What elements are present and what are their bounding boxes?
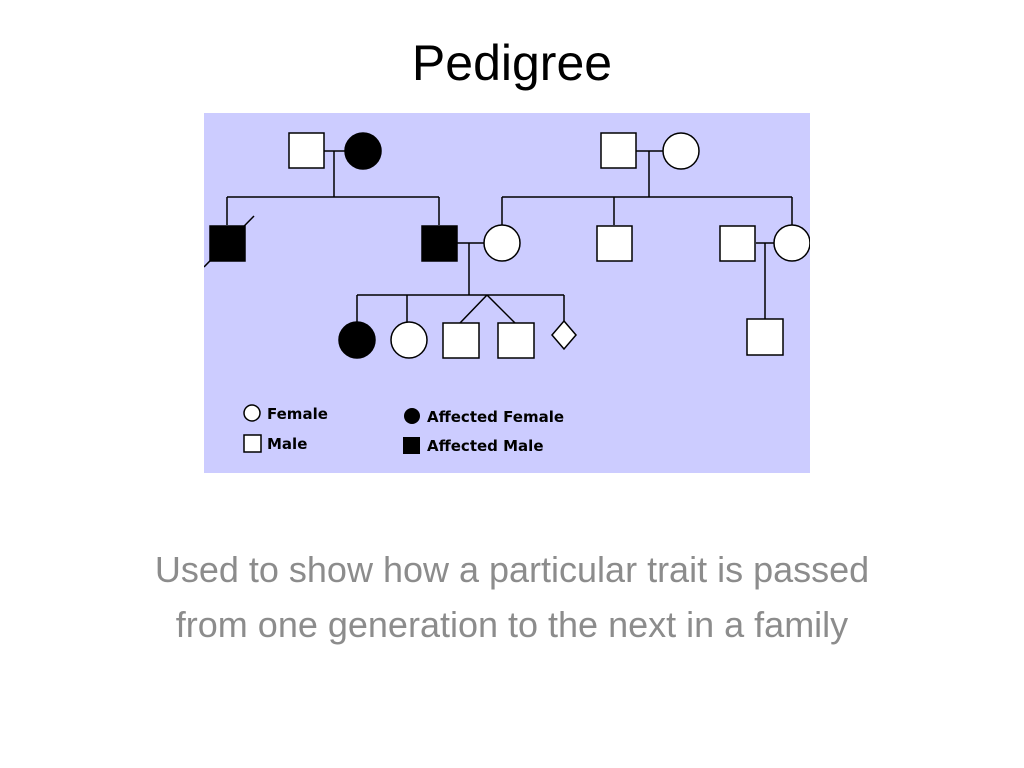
legend-female-icon [243,404,261,422]
male-unaffected-symbol [719,225,756,262]
female-affected-symbol [344,132,382,170]
legend-affected-female-label: Affected Female [427,408,564,426]
pedigree-diagram: Female Male Affected Female Affected Mal… [204,113,810,473]
female-unaffected-symbol [483,224,521,262]
male-unaffected-symbol [600,132,637,169]
male-unaffected-symbol [746,318,784,356]
pedigree-lines [204,150,793,324]
pedigree-individuals [209,132,810,359]
twin-line [459,294,488,324]
diagram-background [204,113,810,473]
male-affected-symbol [421,225,458,262]
slide-caption: Used to show how a particular trait is p… [154,549,870,645]
male-unaffected-symbol [596,225,633,262]
unknown-sex-symbol [551,319,577,351]
legend-affected-female-icon [404,408,420,424]
legend-affected-male-icon [403,437,420,454]
twin-line [486,294,516,324]
female-unaffected-symbol [662,132,700,170]
legend-male-label: Male [267,435,307,453]
male-unaffected-symbol [442,322,480,359]
male-unaffected-symbol [497,322,535,359]
male-unaffected-symbol [288,132,325,169]
legend-affected-male-label: Affected Male [427,437,544,455]
legend: Female Male Affected Female Affected Mal… [243,404,564,455]
female-unaffected-symbol [390,321,428,359]
female-affected-symbol [338,321,376,359]
slide-title: Pedigree [411,35,613,91]
female-unaffected-symbol [773,224,810,262]
male-affected-symbol [209,225,246,262]
legend-female-label: Female [267,405,328,423]
legend-male-icon [243,434,262,453]
